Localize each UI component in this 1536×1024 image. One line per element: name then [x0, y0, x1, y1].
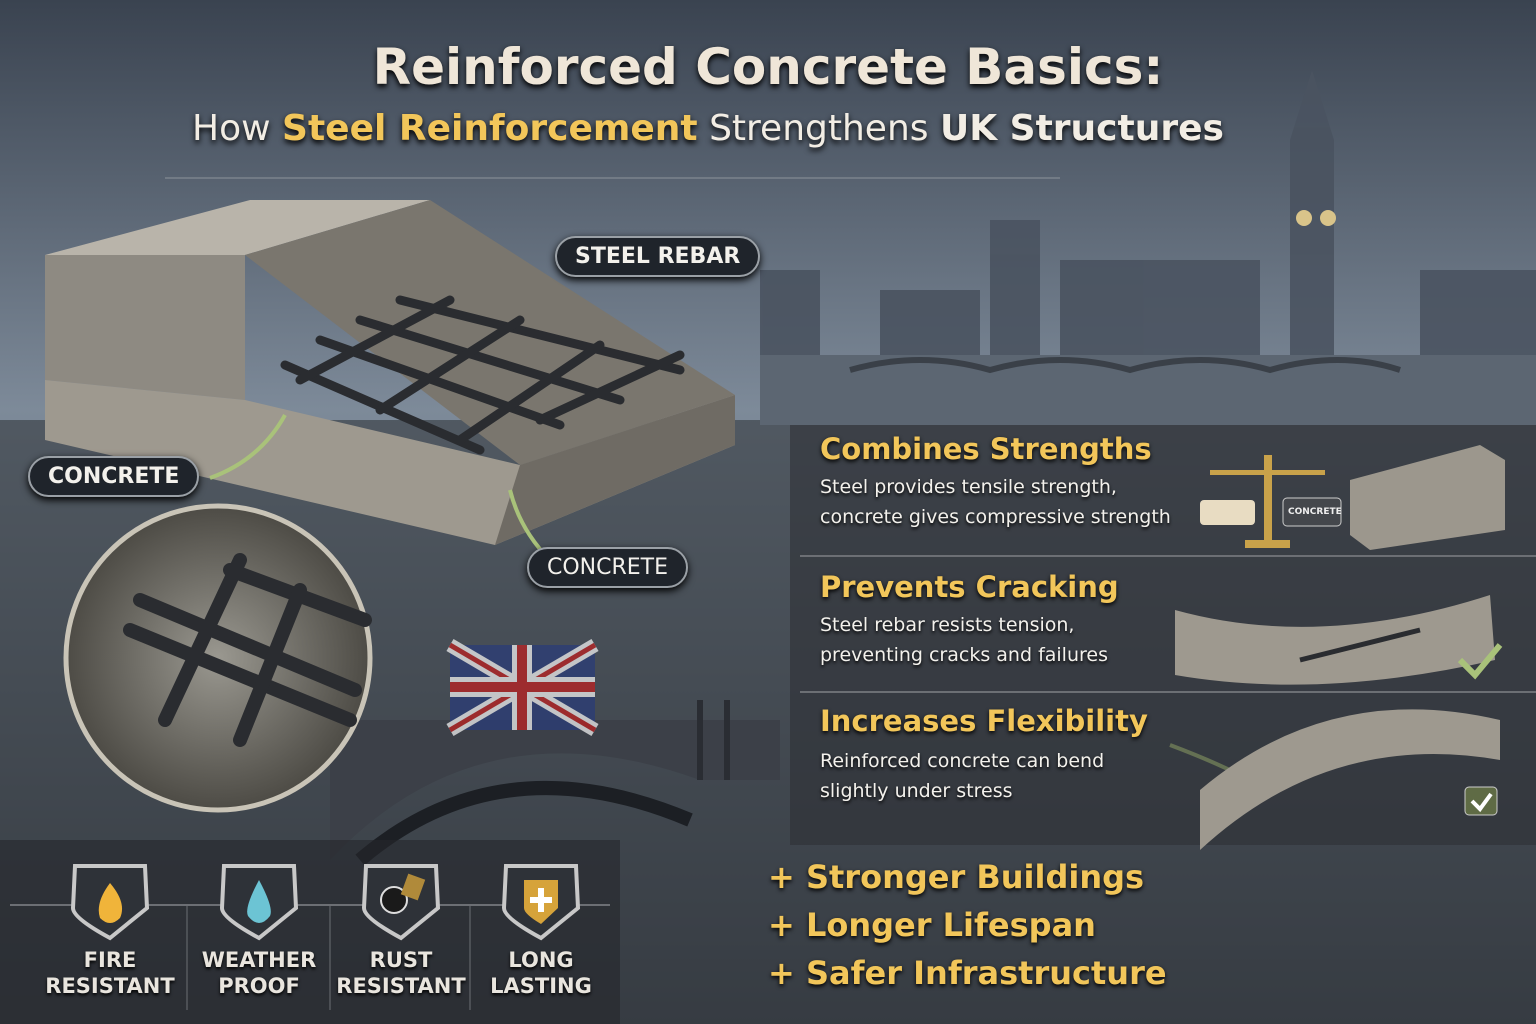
- feature-combines-strengths: Combines Strengths Steel provides tensil…: [820, 432, 1171, 532]
- feature-text: slightly under stress: [820, 780, 1013, 802]
- steel-rebar-callout: STEEL REBAR: [555, 236, 761, 277]
- feature-prevents-cracking: Prevents Cracking Steel rebar resists te…: [820, 570, 1119, 670]
- feature-text: Reinforced concrete can bend: [820, 750, 1105, 772]
- feature-text: preventing cracks and failures: [820, 644, 1108, 666]
- water-drop-icon: [219, 864, 299, 941]
- feature-text: Steel rebar resists tension,: [820, 614, 1075, 636]
- subtitle-part: Strengthens: [697, 108, 940, 149]
- gauge-icon: [361, 864, 441, 941]
- benefit-item: + Stronger Buildings: [768, 858, 1145, 896]
- rebar-grid: [280, 295, 685, 455]
- fire-icon: [70, 864, 150, 941]
- curved-beam-illustration: [1200, 709, 1500, 850]
- subtitle-highlight: Steel Reinforcement: [282, 108, 698, 149]
- property-rust-resistant: RUST RESISTANT: [326, 858, 476, 999]
- concrete-callout-left: CONCRETE: [28, 456, 200, 497]
- concrete-callout-center: CONCRETE: [527, 547, 689, 588]
- check-icon: [1457, 643, 1503, 680]
- property-label: RESISTANT: [336, 974, 466, 998]
- feature-heading: Combines Strengths: [820, 432, 1152, 466]
- property-weather-proof: WEATHER PROOF: [184, 858, 334, 999]
- feature-heading: Prevents Cracking: [820, 570, 1119, 604]
- shield-cross-icon: [501, 864, 581, 941]
- property-label: PROOF: [218, 974, 300, 998]
- property-fire-resistant: FIRE RESISTANT: [35, 858, 185, 999]
- property-label: RESISTANT: [45, 974, 175, 998]
- feature-heading: Increases Flexibility: [820, 704, 1148, 738]
- magnifier-closeup: [63, 503, 373, 813]
- benefit-item: + Longer Lifespan: [768, 906, 1096, 944]
- property-label: RUST: [369, 948, 433, 972]
- page-subtitle: How Steel Reinforcement Strengthens UK S…: [0, 108, 1416, 149]
- benefit-item: + Safer Infrastructure: [768, 954, 1167, 992]
- concrete-block-illustration: [1350, 445, 1505, 550]
- property-label: LASTING: [490, 974, 592, 998]
- feature-increases-flexibility: Increases Flexibility Reinforced concret…: [820, 704, 1148, 806]
- property-label: LONG: [508, 948, 574, 972]
- scale-tag: CONCRETE: [1288, 507, 1342, 517]
- subtitle-highlight: UK Structures: [939, 108, 1224, 149]
- feature-text: concrete gives compressive strength: [820, 506, 1171, 528]
- property-long-lasting: LONG LASTING: [466, 858, 616, 999]
- uk-flag: [446, 638, 599, 737]
- balance-scale-icon: [1200, 455, 1342, 548]
- feature-text: Steel provides tensile strength,: [820, 476, 1117, 498]
- property-label: FIRE: [83, 948, 137, 972]
- london-skyline: [760, 70, 1536, 370]
- cracked-beam-illustration: [1175, 595, 1495, 685]
- subtitle-part: How: [192, 108, 283, 149]
- page-title: Reinforced Concrete Basics:: [372, 38, 1164, 96]
- property-label: WEATHER: [201, 948, 317, 972]
